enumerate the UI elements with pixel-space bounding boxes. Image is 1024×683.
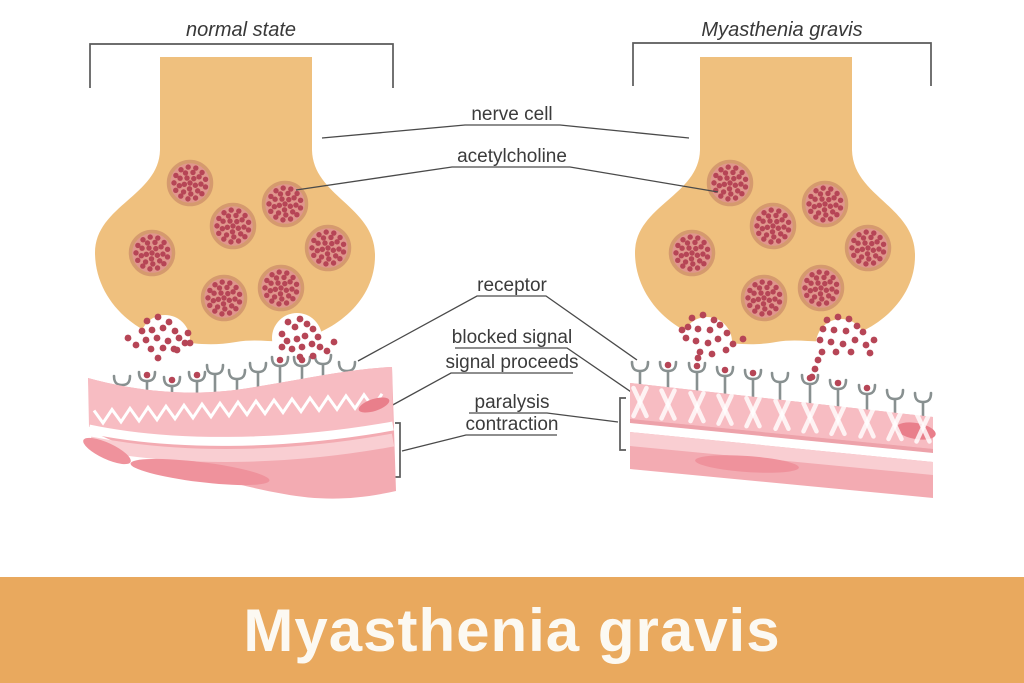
- vesicle: [797, 264, 845, 312]
- leader-blocked-signal: [455, 347, 638, 397]
- leader-acetylcholine: [295, 166, 719, 193]
- label-blocked-signal: blocked signal: [452, 327, 572, 348]
- vesicle: [304, 224, 352, 272]
- bound-molecule: [693, 362, 701, 370]
- bracket-normal-state: [89, 43, 394, 88]
- panel-title-mg: Myasthenia gravis: [701, 19, 862, 41]
- label-signal-proceeds: signal proceeds: [445, 352, 578, 373]
- bound-molecule: [193, 371, 201, 379]
- vesicle: [209, 202, 257, 250]
- leader-nerve-cell: [321, 124, 690, 139]
- x-mark: [773, 398, 791, 432]
- vesicles-mg: [668, 159, 892, 322]
- vesicle: [200, 274, 248, 322]
- x-mark: [716, 393, 734, 426]
- vesicle: [166, 159, 214, 207]
- leader-contraction: [401, 434, 557, 452]
- bound-molecule: [721, 366, 729, 374]
- panel-title-normal: normal state: [186, 19, 296, 41]
- banner: Myasthenia gravis: [0, 577, 1024, 683]
- x-mark: [631, 385, 649, 419]
- vesicle: [740, 274, 788, 322]
- bound-molecule: [749, 369, 757, 377]
- molecule-cluster: [278, 315, 338, 361]
- x-mark: [659, 388, 677, 421]
- diagram-canvas: normal state Myasthenia gravis nerve cel…: [83, 19, 936, 499]
- vesicle: [844, 224, 892, 272]
- vesicle: [261, 180, 309, 228]
- vesicle: [128, 229, 176, 277]
- molecule-cluster: [678, 311, 747, 362]
- x-mark: [886, 408, 904, 442]
- molecule-cluster: [808, 313, 878, 381]
- nerve-cell-normal: [94, 57, 376, 365]
- leader-signal-proceeds: [388, 372, 573, 408]
- bound-molecule: [143, 371, 151, 379]
- muscle-mg: [630, 383, 936, 498]
- vesicle: [668, 229, 716, 277]
- vesicle: [749, 202, 797, 250]
- sarcomere-zigzag: [92, 392, 384, 426]
- x-mark: [744, 395, 762, 429]
- label-acetylcholine: acetylcholine: [457, 146, 567, 167]
- bracket-paralysis: [619, 397, 626, 451]
- vesicle: [257, 264, 305, 312]
- leader-receptor: [357, 295, 638, 362]
- vesicle: [801, 180, 849, 228]
- x-mark: [688, 390, 706, 424]
- x-mark: [858, 406, 876, 439]
- leader-paralysis: [469, 412, 619, 423]
- label-receptor: receptor: [477, 275, 547, 296]
- label-nerve-cell: nerve cell: [471, 104, 552, 125]
- vesicles-normal: [128, 159, 352, 322]
- x-mark: [829, 403, 847, 437]
- bound-molecule: [168, 376, 176, 384]
- bound-molecule: [276, 356, 284, 364]
- acetylcholine-molecules: [124, 311, 878, 381]
- label-paralysis: paralysis: [475, 392, 550, 413]
- bracket-contraction: [395, 422, 401, 478]
- banner-title: Myasthenia gravis: [243, 596, 781, 664]
- bound-molecule: [863, 384, 871, 392]
- muscle-normal: [83, 367, 396, 499]
- x-mark: [914, 411, 932, 444]
- bound-molecule: [664, 361, 672, 369]
- molecule-cluster: [124, 313, 194, 362]
- callouts: nerve cell acetylcholine receptor blocke…: [295, 104, 719, 478]
- label-contraction: contraction: [466, 414, 559, 435]
- bound-molecule: [834, 379, 842, 387]
- bracket-myasthenia-gravis: [632, 42, 932, 86]
- x-mark: [801, 401, 819, 434]
- vesicle: [706, 159, 754, 207]
- blocked-x-marks: [631, 385, 932, 444]
